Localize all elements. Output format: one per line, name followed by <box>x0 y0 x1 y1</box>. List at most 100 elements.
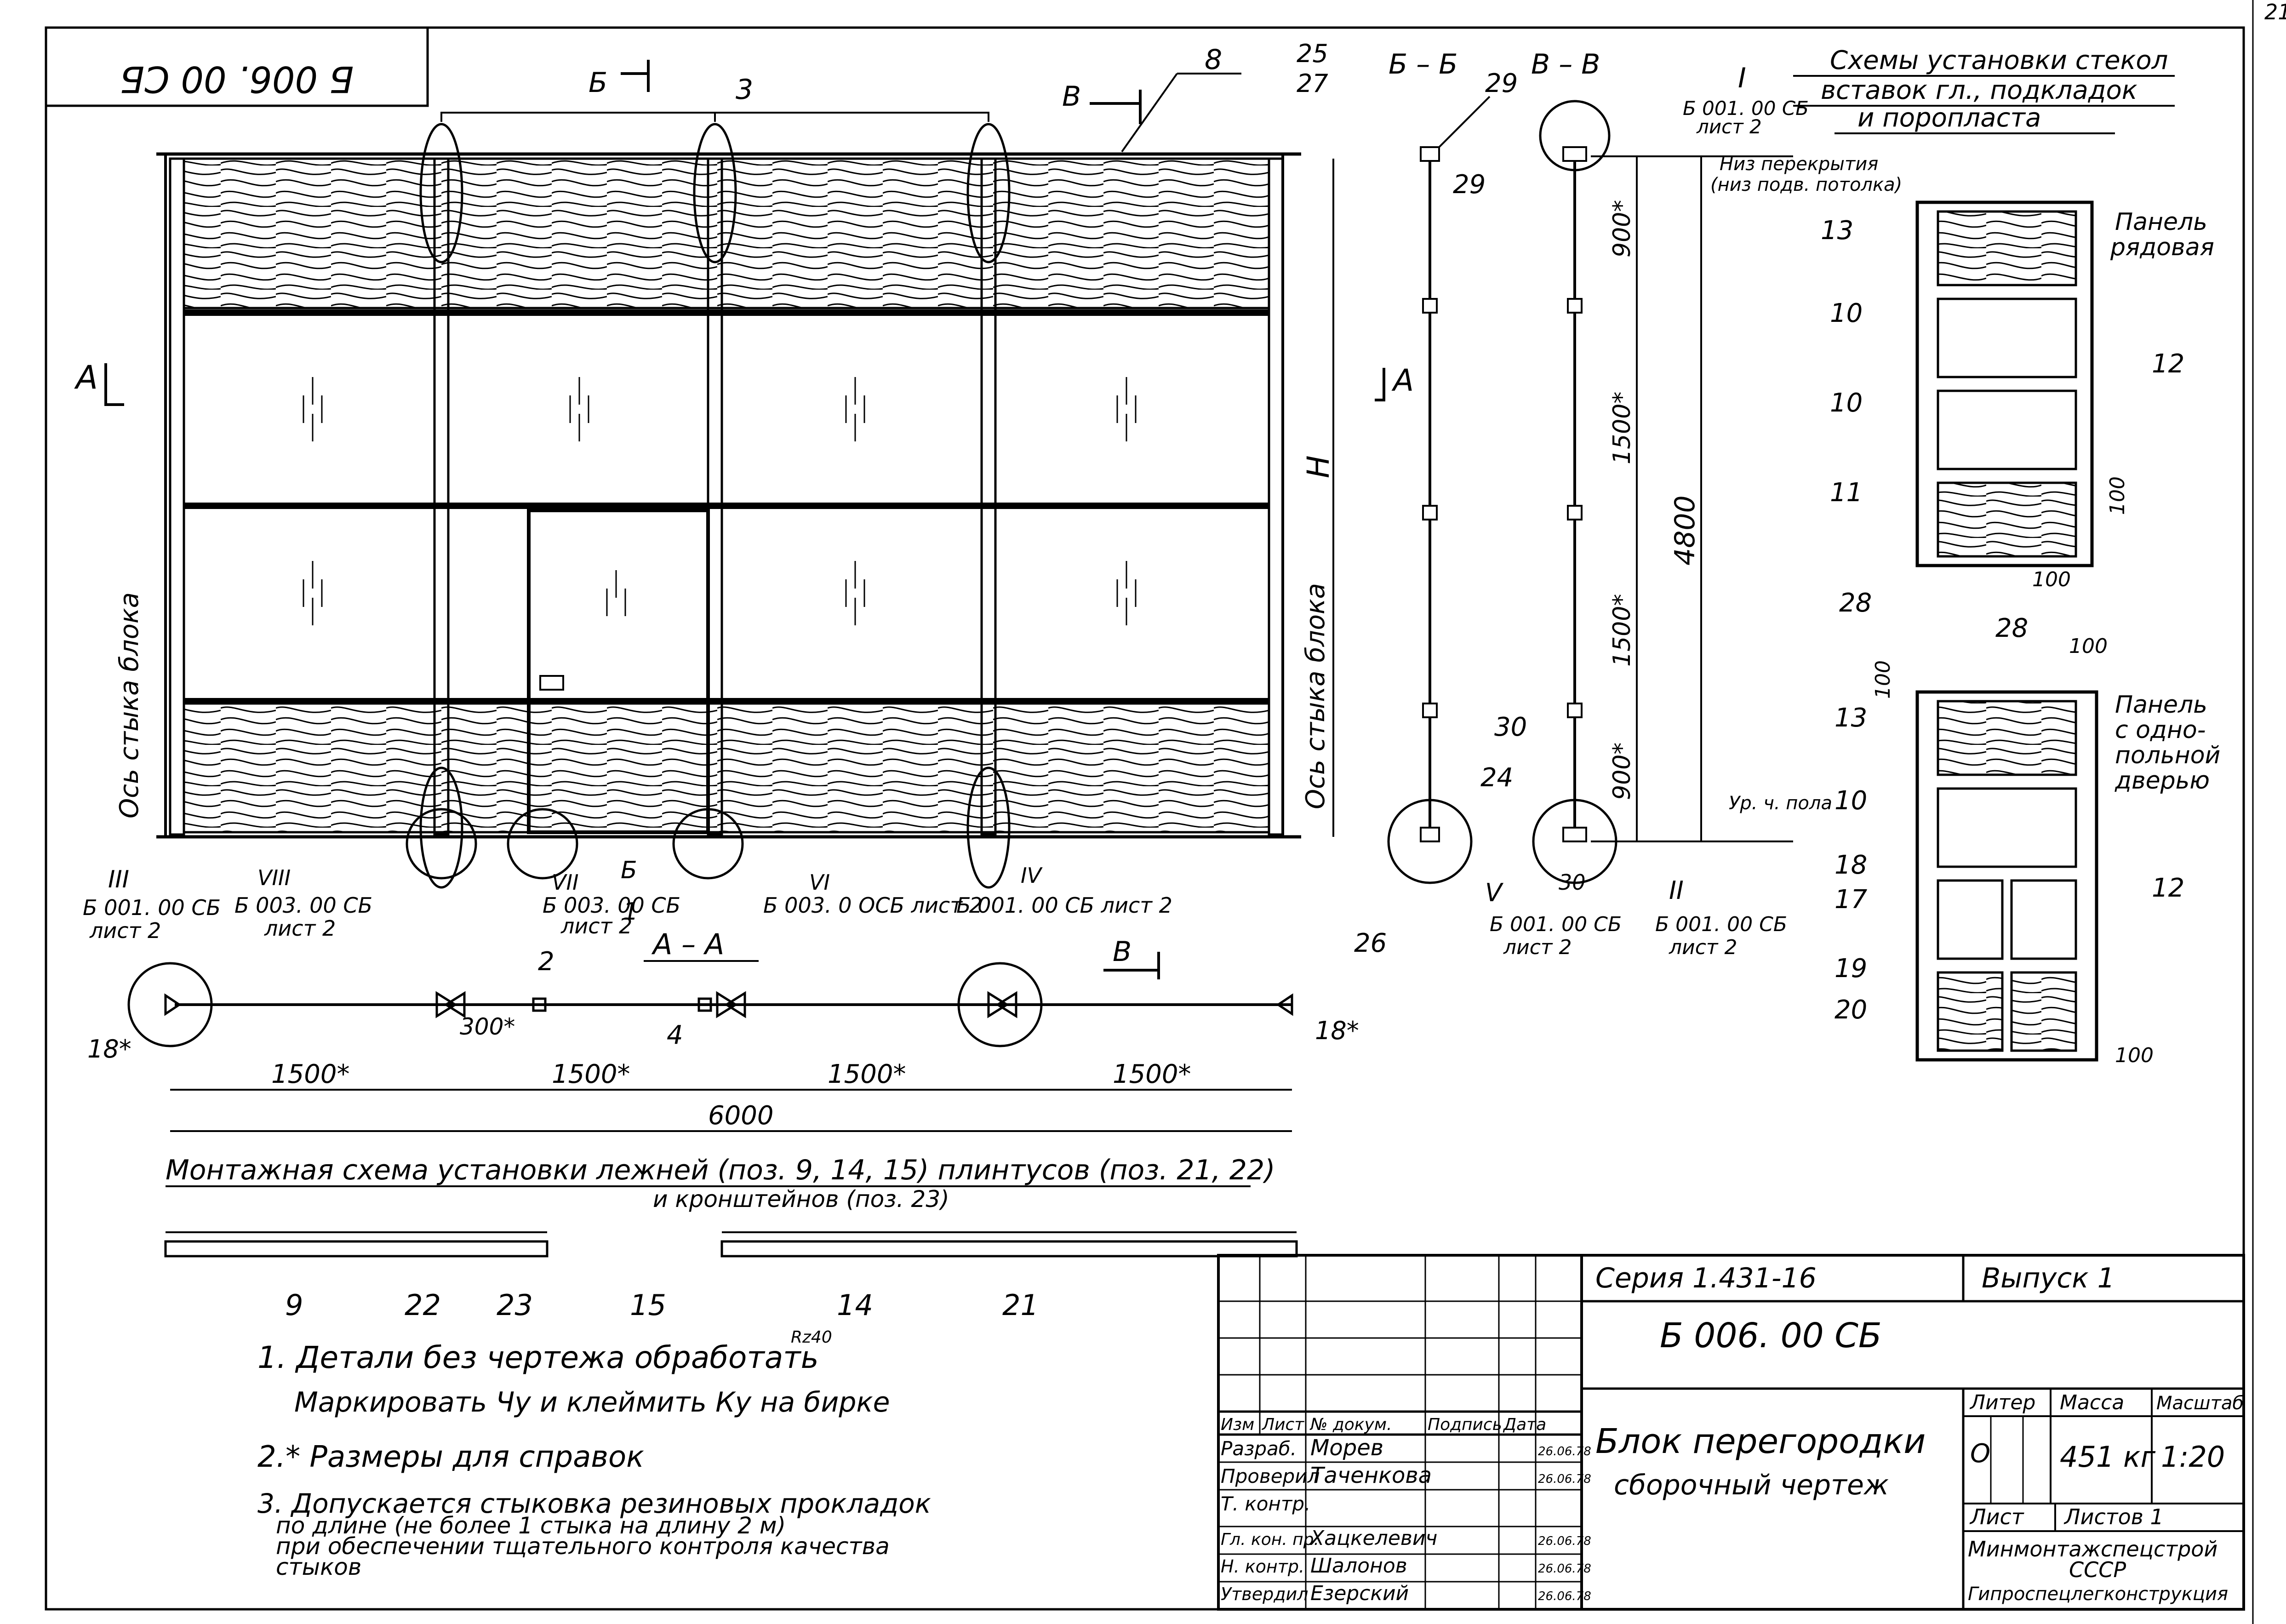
panel-label-19: 19 <box>1835 954 1867 984</box>
joint-oval-4 <box>419 766 463 889</box>
tb-col-izm: Изм <box>1221 1415 1254 1434</box>
detail-circle-viii <box>406 808 477 880</box>
dim-total-height: 4800 <box>1669 495 1701 566</box>
plan-pos-4: 4 <box>667 1020 683 1050</box>
tb-scale-head: Масштаб <box>2156 1393 2244 1414</box>
tb-subname: сборочный чертеж <box>1614 1469 1889 1501</box>
tb-person-6: Езерский <box>1310 1582 1409 1605</box>
mounting-label-15: 15 <box>630 1288 666 1322</box>
note-3: 3. Допускается стыковка резиновых прокла… <box>257 1488 931 1519</box>
mounting-label-22: 22 <box>405 1288 441 1322</box>
pos-3: 3 <box>736 74 753 106</box>
panel-door-title-1: Панель <box>2115 691 2207 719</box>
post-5 <box>1268 157 1284 836</box>
section-a-mark: А <box>1391 363 1414 398</box>
axis-right-label: Ось стыка блока <box>1301 583 1331 809</box>
callout-i-ref: Б 001. 00 СБ <box>1683 97 1809 120</box>
plan-circle-left <box>127 962 213 1047</box>
panel-label-10a: 10 <box>1830 298 1863 328</box>
tb-person-5: Шалонов <box>1310 1554 1407 1578</box>
note-1: 1. Детали без чертежа обработать <box>257 1340 819 1375</box>
callout-ii-sheet: лист 2 <box>1669 936 1737 959</box>
note-3c: при обеспечении тщательного контроля кач… <box>276 1533 890 1560</box>
tb-scale: 1:20 <box>2161 1440 2225 1474</box>
plan-title: А – А <box>651 927 724 961</box>
plan-dim-18-right: 18* <box>1315 1016 1359 1045</box>
panel-door: 28 28 Панель с одно- польной дверью 13 1… <box>1835 588 2220 1067</box>
plan-dim-total: 6000 <box>708 1101 774 1131</box>
tb-name: Блок перегородки <box>1595 1422 1926 1461</box>
callout-vii-ref: Б 003. 00 СБ <box>543 893 680 918</box>
joint-oval-2 <box>693 123 737 263</box>
plan-dim-300: 300* <box>460 1013 515 1040</box>
callout-one: 1 <box>623 898 638 926</box>
callout-v-sheet: лист 2 <box>1503 936 1572 959</box>
code-stamp-box <box>45 26 429 107</box>
tb-role-1: Разраб. <box>1221 1437 1297 1460</box>
plan-dim-1500-1: 1500* <box>271 1059 350 1089</box>
plan-section-arrow <box>1103 952 1160 979</box>
plan-circle-right <box>957 962 1043 1047</box>
panel-dim-100-left: 100 <box>1871 660 1895 699</box>
panel-ordinary-title-1: Панель <box>2115 208 2207 236</box>
panel-label-18: 18 <box>1835 850 1867 880</box>
upper-panels-wood <box>183 157 1270 309</box>
tb-col-sign: Подпись <box>1428 1415 1502 1434</box>
callout-viii-ref: Б 003. 00 СБ <box>234 893 372 918</box>
note-1b: Маркировать Чу и клеймить Ку на бирке <box>294 1386 890 1418</box>
callout-b-mark: Б <box>621 857 637 884</box>
panel-label-13: 13 <box>1821 216 1853 246</box>
mounting-title-1: Монтажная схема установки лежней (поз. 9… <box>166 1154 1275 1186</box>
schemes-title-line1: Схемы установки стекол <box>1830 46 2168 75</box>
panel-door-title-3: польной <box>2115 742 2220 769</box>
tb-date-6: 26.06.78 <box>1538 1590 1591 1603</box>
mounting-label-9: 9 <box>285 1288 303 1322</box>
callout-ii-ref: Б 001. 00 СБ <box>1655 913 1787 936</box>
plan-joints <box>164 991 1293 1018</box>
note-2: 2.* Размеры для справок <box>257 1440 644 1474</box>
callout-iii-sheet: лист 2 <box>89 918 161 943</box>
callout-v: V <box>1485 878 1504 907</box>
section-mark-b-top: Б <box>589 67 607 99</box>
panel-label-28-top: 28 <box>1839 588 1872 618</box>
tb-col-list: Лист <box>1261 1415 1304 1434</box>
callout-vi: VI <box>809 870 830 895</box>
pos-29-top: 29 <box>1485 69 1518 98</box>
post-3 <box>707 157 723 836</box>
pos-30-bottom: 30 <box>1559 870 1586 895</box>
dim-900-top: 900* <box>1608 200 1636 257</box>
note-3d: стыков <box>276 1554 361 1580</box>
title-block-text: Серия 1.431-16 Выпуск 1 Б 006. 00 СБ Бло… <box>1221 1262 2244 1605</box>
tb-mass: 451 кг <box>2060 1440 2155 1474</box>
tb-date-4: 26.06.78 <box>1538 1534 1591 1548</box>
mounting-scheme: Монтажная схема установки лежней (поз. 9… <box>164 1154 1298 1322</box>
floor-note: Ур. ч. пола <box>1729 793 1832 814</box>
callout-i-sheet: лист 2 <box>1696 115 1762 138</box>
callout-vii-sheet: лист 2 <box>560 914 632 938</box>
callout-i: I <box>1738 62 1746 94</box>
tb-role-6: Утвердил <box>1221 1584 1308 1604</box>
section-arrow-a-right <box>1375 368 1385 401</box>
tb-mass-head: Масса <box>2060 1391 2124 1414</box>
tb-date-1: 26.06.78 <box>1538 1445 1591 1458</box>
detail-circle-vi <box>672 808 744 880</box>
joint-oval-3 <box>966 123 1011 263</box>
joint-oval-5 <box>966 766 1011 889</box>
section-vv-title: В – В <box>1531 48 1600 80</box>
detail-circle-v <box>1387 799 1473 884</box>
callout-iv-ref: Б 001. 00 СБ лист 2 <box>956 893 1172 918</box>
tb-role-3: Т. контр. <box>1221 1492 1310 1515</box>
tb-date-5: 26.06.78 <box>1538 1562 1591 1576</box>
detail-circle-vii <box>507 808 578 880</box>
callout-iii: III <box>108 866 129 893</box>
pos-30-top: 30 <box>1494 712 1527 742</box>
tb-sheets: Листов 1 <box>2063 1504 2164 1529</box>
page-number: 21 <box>2264 0 2286 24</box>
panel-label-20: 20 <box>1835 995 1867 1025</box>
post-1 <box>169 157 185 836</box>
callout-ii: II <box>1669 876 1684 905</box>
tb-person-1: Морев <box>1310 1435 1383 1461</box>
tb-person-2: Таченкова <box>1310 1463 1432 1488</box>
dim-900-bottom: 900* <box>1608 743 1636 800</box>
